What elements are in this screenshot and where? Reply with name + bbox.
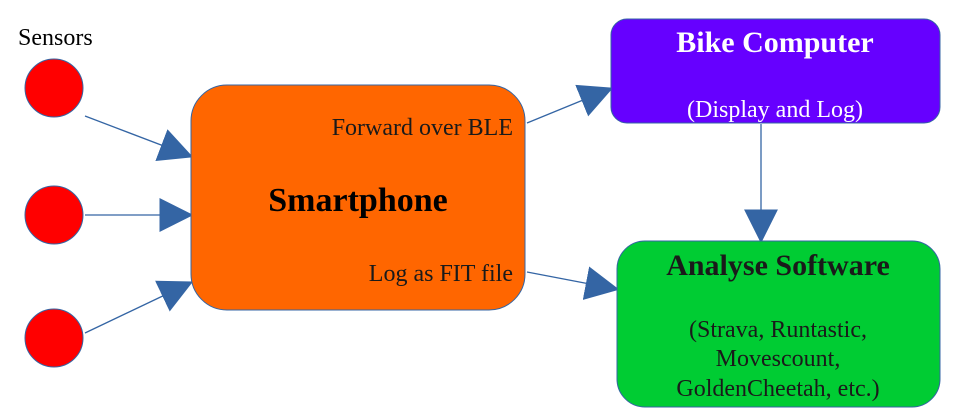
- log-as-fit-file-label: Log as FIT file: [369, 261, 513, 287]
- bike-computer-subtitle: (Display and Log): [687, 97, 863, 123]
- smartphone-title: Smartphone: [268, 182, 447, 219]
- forward-over-ble-label: Forward over BLE: [332, 115, 513, 141]
- sensor-circle: [24, 308, 84, 368]
- bike-computer-box: [610, 18, 941, 124]
- smartphone-box: [190, 84, 526, 311]
- analyse-software-subtitle-line: GoldenCheetah, etc.): [676, 376, 879, 402]
- analyse-software-subtitle-line: Movescount,: [716, 346, 841, 372]
- analyse-software-box: [616, 240, 941, 408]
- sensor-circle: [24, 185, 84, 245]
- analyse-software-subtitle-line: (Strava, Runtastic,: [689, 317, 867, 343]
- smartphone-to-analyse-software-arrow: [526, 266, 620, 300]
- bike-computer-title: Bike Computer: [676, 26, 874, 59]
- sensors-label: Sensors: [18, 25, 93, 51]
- sensor-to-smartphone-arrow: [84, 280, 194, 334]
- smartphone-to-bike-computer-arrow: [526, 84, 614, 124]
- sensor-circle: [24, 58, 84, 118]
- analyse-software-title: Analyse Software: [666, 249, 890, 282]
- sensor-to-smartphone-arrow: [84, 115, 194, 161]
